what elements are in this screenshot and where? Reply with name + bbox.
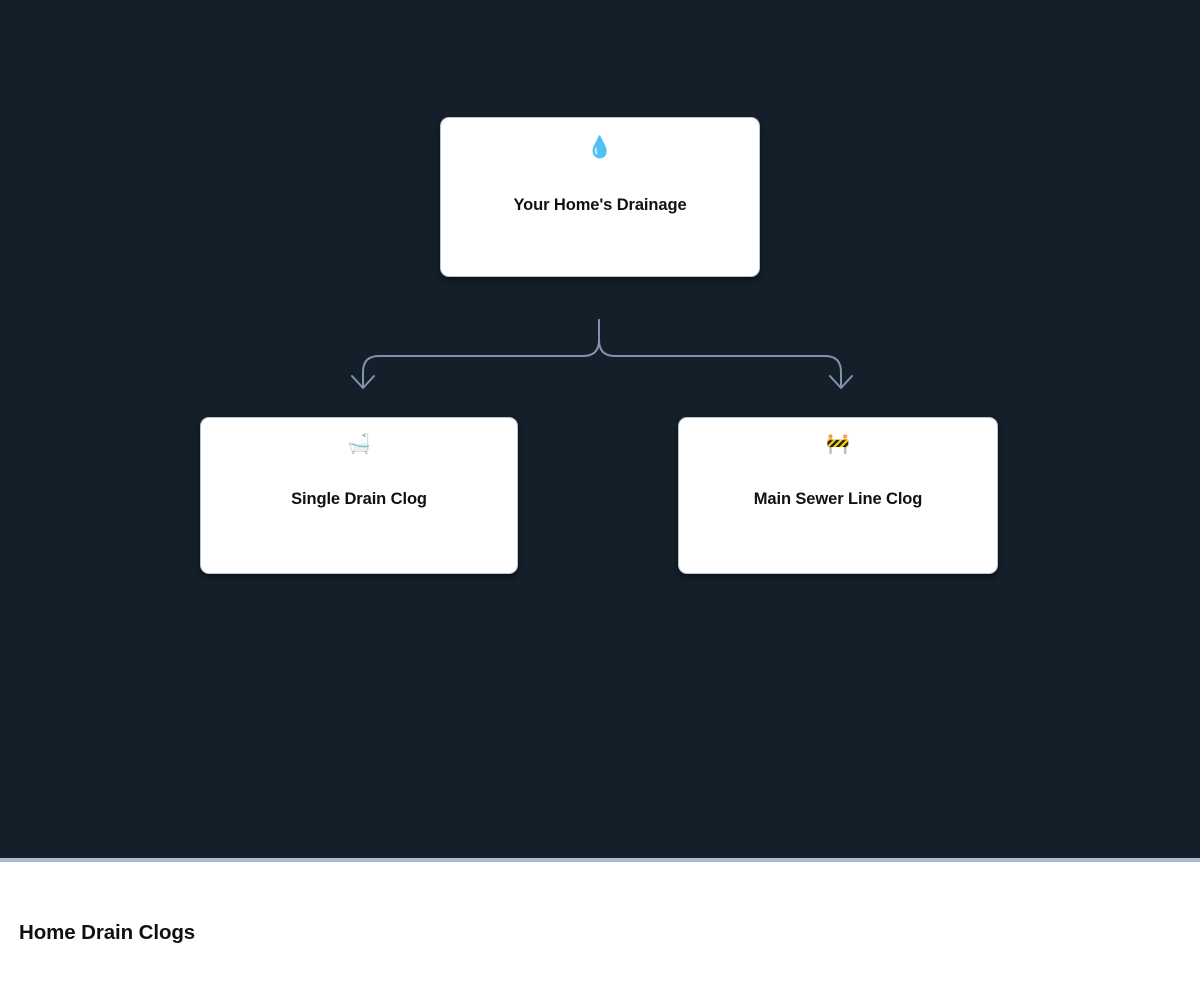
arrowhead-main-sewer-line-clog <box>829 375 853 389</box>
node-main-sewer-line-clog[interactable]: 🚧 Main Sewer Line Clog <box>678 417 998 574</box>
bathtub-icon: 🛁 <box>347 433 371 455</box>
droplet-icon: 💧 <box>586 135 614 159</box>
canvas-divider <box>0 858 1200 862</box>
arrowhead-single-drain-clog <box>351 375 375 389</box>
node-single-drain-clog[interactable]: 🛁 Single Drain Clog <box>200 417 518 574</box>
page-title: Home Drain Clogs <box>19 921 196 944</box>
node-label: Single Drain Clog <box>291 490 427 508</box>
edge-root-to-main-sewer-line-clog <box>598 319 842 387</box>
node-your-homes-drainage[interactable]: 💧 Your Home's Drainage <box>440 117 760 277</box>
diagram-canvas: 💧 Your Home's Drainage 🛁 Single Drain Cl… <box>0 0 1200 858</box>
edge-root-to-single-drain-clog <box>362 319 600 387</box>
construction-barrier-icon: 🚧 <box>826 433 850 455</box>
node-label: Main Sewer Line Clog <box>753 490 923 508</box>
node-label: Your Home's Drainage <box>513 196 687 214</box>
caption-area: Home Drain Clogs <box>0 862 1200 1000</box>
